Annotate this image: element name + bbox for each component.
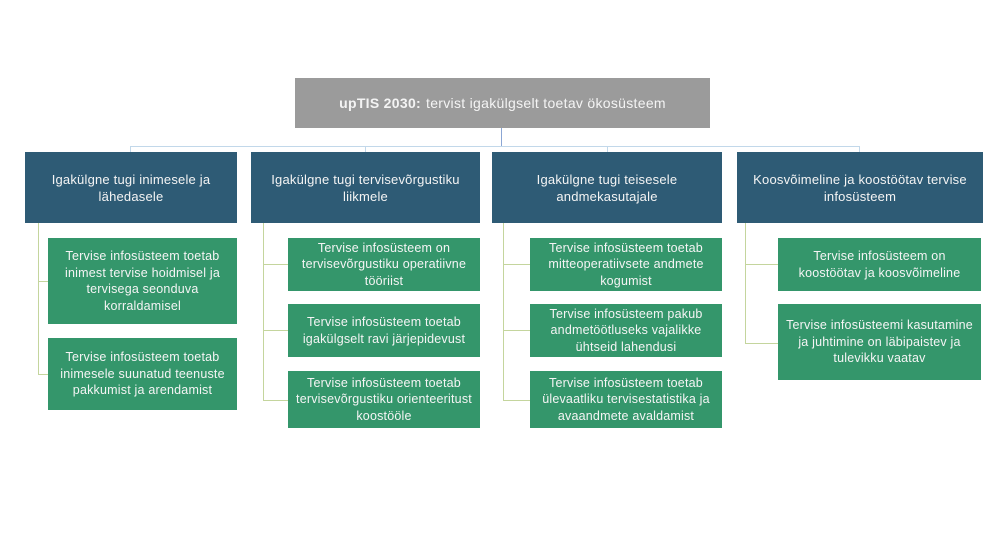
connector-col1-vertical bbox=[38, 223, 39, 374]
connector-col2-stub bbox=[263, 400, 288, 401]
connector-root-drop bbox=[501, 128, 502, 146]
connector-branch-drop bbox=[365, 146, 366, 152]
connector-col1-stub bbox=[38, 374, 48, 375]
connector-bus bbox=[130, 146, 860, 147]
connector-col3-vertical bbox=[503, 223, 504, 400]
branch-node-inimesele: Igakülgne tugi inimesele ja lähedasele bbox=[25, 152, 237, 223]
connector-col3-stub bbox=[503, 400, 530, 401]
connector-col4-vertical bbox=[745, 223, 746, 343]
child-node: Tervise infosüsteemi kasutamine ja juhti… bbox=[778, 304, 981, 380]
child-node: Tervise infosüsteem toetab tervisevõrgus… bbox=[288, 371, 480, 428]
root-node-label-bold: upTIS 2030: bbox=[339, 95, 421, 111]
child-node: Tervise infosüsteem on koostöötav ja koo… bbox=[778, 238, 981, 291]
connector-col2-stub bbox=[263, 264, 288, 265]
child-node: Tervise infosüsteem toetab inimesele suu… bbox=[48, 338, 237, 410]
connector-col2-vertical bbox=[263, 223, 264, 400]
connector-col3-stub bbox=[503, 264, 530, 265]
connector-branch-drop bbox=[130, 146, 131, 152]
child-node: Tervise infosüsteem toetab inimest tervi… bbox=[48, 238, 237, 324]
connector-branch-drop bbox=[607, 146, 608, 152]
child-node: Tervise infosüsteem toetab ülevaatliku t… bbox=[530, 371, 722, 428]
child-node: Tervise infosüsteem toetab igakülgselt r… bbox=[288, 304, 480, 357]
connector-col3-stub bbox=[503, 330, 530, 331]
connector-col4-stub bbox=[745, 264, 778, 265]
connector-branch-drop bbox=[859, 146, 860, 152]
connector-col2-stub bbox=[263, 330, 288, 331]
branch-node-andmekasutajale: Igakülgne tugi teisesele andmekasutajale bbox=[492, 152, 722, 223]
root-node-label: tervist igakülgselt toetav ökosüsteem bbox=[426, 95, 666, 111]
branch-node-infosusteem: Koosvõimeline ja koostöötav tervise info… bbox=[737, 152, 983, 223]
root-node: upTIS 2030: tervist igakülgselt toetav ö… bbox=[295, 78, 710, 128]
child-node: Tervise infosüsteem toetab mitteoperatii… bbox=[530, 238, 722, 291]
connector-col4-stub bbox=[745, 343, 778, 344]
child-node: Tervise infosüsteem pakub andmetöötlusek… bbox=[530, 304, 722, 357]
branch-node-tervisevorgustiku: Igakülgne tugi tervisevõrgustiku liikmel… bbox=[251, 152, 480, 223]
connector-col1-stub bbox=[38, 281, 48, 282]
child-node: Tervise infosüsteem on tervisevõrgustiku… bbox=[288, 238, 480, 291]
